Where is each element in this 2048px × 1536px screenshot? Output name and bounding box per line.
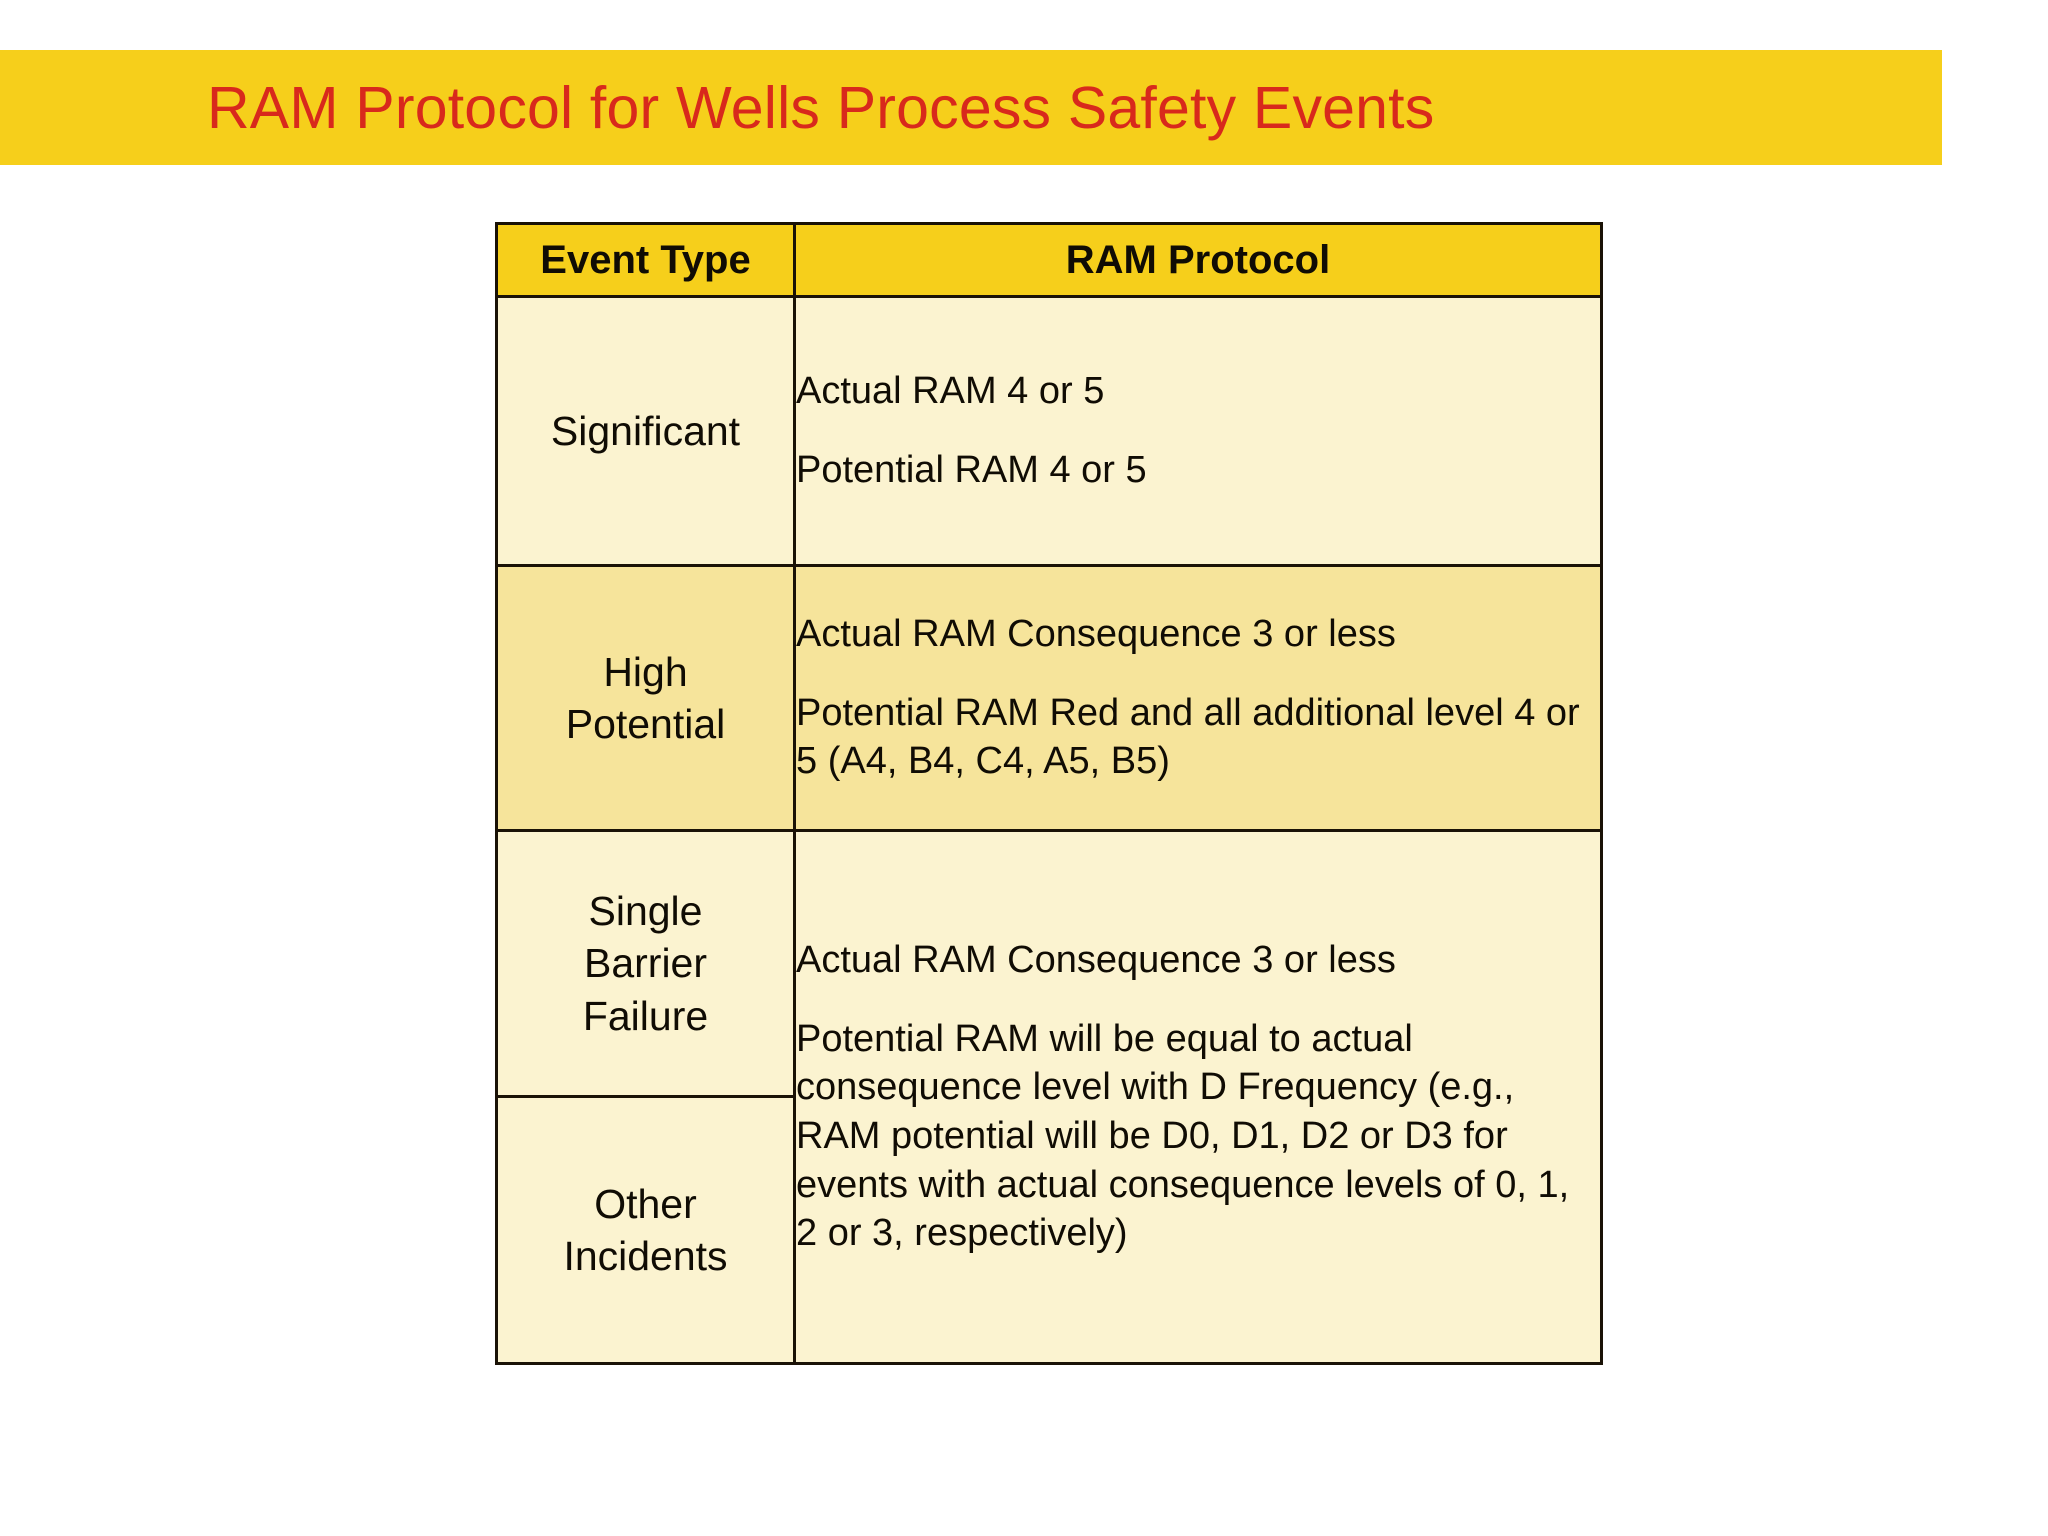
protocol-significant: Actual RAM 4 or 5 Potential RAM 4 or 5 xyxy=(793,295,1603,567)
protocol-line: Potential RAM Red and all additional lev… xyxy=(796,691,1591,783)
protocol-line: Potential RAM will be equal to actual co… xyxy=(796,1017,1580,1255)
protocol-line: Actual RAM Consequence 3 or less xyxy=(796,613,1396,656)
table-row: Significant Actual RAM 4 or 5 Potential … xyxy=(495,295,1603,567)
column-header-ram-protocol: RAM Protocol xyxy=(793,222,1603,298)
ram-protocol-table: Event Type RAM Protocol Significant Actu… xyxy=(495,222,1603,1365)
protocol-single-barrier-failure-and-other: Actual RAM Consequence 3 or less Potenti… xyxy=(793,829,1603,1365)
protocol-high-potential: Actual RAM Consequence 3 or less Potenti… xyxy=(793,564,1603,832)
protocol-line: Actual RAM 4 or 5 xyxy=(796,370,1105,413)
table-header-row: Event Type RAM Protocol xyxy=(495,222,1603,298)
event-type-significant: Significant xyxy=(495,295,796,567)
column-header-event-type: Event Type xyxy=(495,222,796,298)
page-title: RAM Protocol for Wells Process Safety Ev… xyxy=(207,74,1435,141)
title-banner: RAM Protocol for Wells Process Safety Ev… xyxy=(0,50,1942,165)
protocol-line: Potential RAM 4 or 5 xyxy=(796,449,1147,491)
protocol-line: Actual RAM Consequence 3 or less xyxy=(796,939,1396,982)
